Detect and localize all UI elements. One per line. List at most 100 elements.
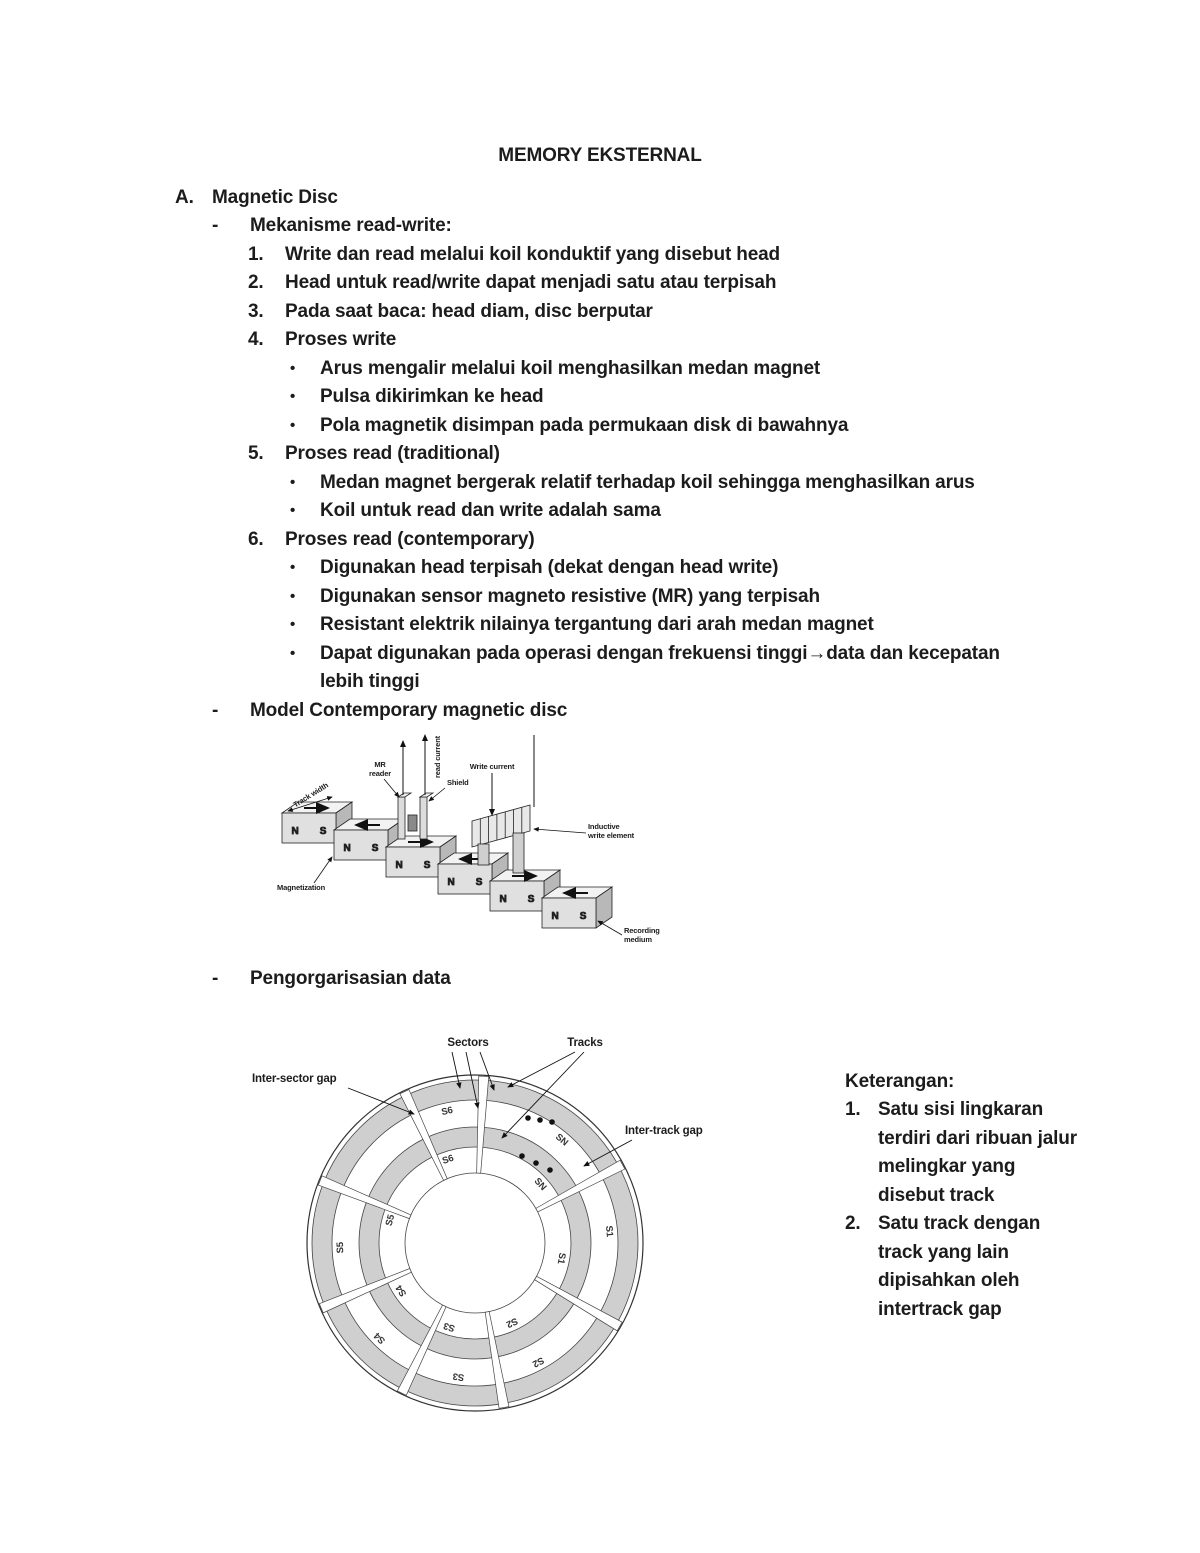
pole-label: N <box>499 894 506 905</box>
list-marker: 2. <box>845 1213 861 1234</box>
list-item-text: Write dan read melalui koil konduktif ya… <box>285 243 780 265</box>
recording-medium-label: Recording <box>624 926 660 935</box>
sector-label: S6 <box>441 1152 455 1166</box>
bullet-marker: • <box>290 388 296 405</box>
bullet-marker: • <box>290 359 296 377</box>
list-marker: - <box>212 699 219 721</box>
subsection-title: Pengorgarisasian data <box>250 968 451 989</box>
sector-label: S2 <box>531 1354 546 1369</box>
list-item: • Digunakan head terpisah (dekat dengan … <box>0 554 1200 583</box>
list-item: - Mekanisme read-write: <box>0 212 1200 241</box>
bullet-marker: • <box>290 502 296 519</box>
continuation-dots <box>519 1114 555 1173</box>
magnetic-head-diagram: N S N S N S <box>277 734 660 944</box>
list-item-text: Medan magnet bergerak relatif terhadap k… <box>320 471 975 493</box>
list-marker: 6. <box>248 528 264 550</box>
bullet-marker: • <box>290 644 296 662</box>
list-item: - Model Contemporary magnetic disc <box>0 697 1200 726</box>
list-item: 5. Proses read (traditional) <box>0 440 1200 469</box>
list-marker: 5. <box>248 443 264 464</box>
list-item: • Medan magnet bergerak relatif terhadap… <box>0 469 1200 498</box>
list-marker: - <box>212 968 219 989</box>
list-item: 3. Pada saat baca: head diam, disc berpu… <box>0 298 1200 327</box>
list-item-text: Head untuk read/write dapat menjadi satu… <box>285 272 777 293</box>
list-item-text: Resistant elektrik nilainya tergantung d… <box>320 614 874 635</box>
pole-label: N <box>395 860 402 871</box>
list-item: • Pulsa dikirimkan ke head <box>0 383 1200 412</box>
disk-block: N S <box>540 886 614 929</box>
keterangan-title: Keterangan: <box>845 1070 955 1092</box>
bullet-marker: • <box>290 587 296 605</box>
sector-label: S5 <box>335 1240 346 1253</box>
magnetization-label: Magnetization <box>277 883 326 892</box>
mr-read-head <box>396 734 435 840</box>
inductive-write-element <box>471 735 535 874</box>
sectors-label: Sectors <box>447 1037 488 1049</box>
list-item-text: Arus mengalir melalui koil menghasilkan … <box>320 357 821 379</box>
list-item-text: Dapat digunakan pada operasi dengan frek… <box>320 642 1000 693</box>
list-item: 1. Write dan read melalui koil konduktif… <box>0 241 1200 270</box>
list-item: • Resistant elektrik nilainya tergantung… <box>0 611 1200 640</box>
pole-label: S <box>528 894 535 905</box>
keterangan-panel: Keterangan: 1. Satu sisi lingkaran terdi… <box>845 1068 1090 1325</box>
list-item-text: Proses write <box>285 329 397 350</box>
list-marker: 3. <box>248 300 264 322</box>
list-item: • Koil untuk read dan write adalah sama <box>0 497 1200 526</box>
list-item-text: Pulsa dikirimkan ke head <box>320 386 544 407</box>
list-item-text: Pada saat baca: head diam, disc berputar <box>285 300 653 322</box>
disk-platter <box>306 1073 644 1412</box>
list-item: 6. Proses read (contemporary) <box>0 526 1200 555</box>
sector-label: S6 <box>440 1104 453 1117</box>
disk-block: N S <box>332 818 406 861</box>
section-heading: A. Magnetic Disc <box>0 184 1200 213</box>
bullet-marker: • <box>290 559 296 576</box>
subsection-title: Mekanisme read-write: <box>250 215 452 236</box>
read-current-label: read current <box>433 735 442 778</box>
subsection-title: Model Contemporary magnetic disc <box>250 699 568 721</box>
pole-label: S <box>320 826 327 837</box>
list-item: • Arus mengalir melalui koil menghasilka… <box>0 355 1200 384</box>
page-title: MEMORY EKSTERNAL <box>498 145 702 166</box>
shield-label: Shield <box>447 778 469 787</box>
pole-label: S <box>424 860 431 871</box>
inter-track-gap-label: Inter-track gap <box>625 1125 703 1137</box>
bullet-marker: • <box>290 473 296 491</box>
pole-label: S <box>580 911 587 922</box>
list-item: • Dapat digunakan pada operasi dengan fr… <box>0 640 1200 697</box>
recording-medium-blocks: N S N S N S <box>280 801 614 929</box>
diagram-callouts: Sectors Tracks Inter-sector gap Inter-tr… <box>252 1037 703 1166</box>
list-marker: 1. <box>845 1099 861 1120</box>
inductive-label: Inductive <box>588 822 620 831</box>
list-item-text: Digunakan sensor magneto resistive (MR) … <box>320 585 820 607</box>
list-item-text: Satu sisi lingkaran terdiri dari ribuan … <box>878 1099 1077 1206</box>
inductive-label: write element <box>587 831 635 840</box>
list-item-text: Proses read (contemporary) <box>285 528 535 550</box>
list-marker: A. <box>175 186 194 208</box>
bullet-marker: • <box>290 416 296 434</box>
list-marker: 1. <box>248 243 264 265</box>
list-item-text: Proses read (traditional) <box>285 443 500 464</box>
sector-label: S1 <box>555 1251 568 1265</box>
list-item: 4. Proses write <box>0 326 1200 355</box>
sector-label: S3 <box>442 1319 456 1333</box>
sector-label: S3 <box>452 1370 465 1382</box>
sector-label: S1 <box>603 1225 615 1238</box>
disk-layout-diagram: S6 SN S1 S2 S3 S4 S5 S6 SN S1 S2 S3 S4 S… <box>252 1037 703 1412</box>
list-item: 2. Satu track dengan track yang lain dip… <box>845 1210 1090 1324</box>
list-marker: 2. <box>248 272 264 293</box>
pole-label: N <box>343 843 350 854</box>
pole-label: S <box>372 843 379 854</box>
mr-reader-label: MR <box>374 760 386 769</box>
pole-label: N <box>291 826 298 837</box>
recording-medium-label: medium <box>624 935 652 944</box>
pole-label: N <box>551 911 558 922</box>
pole-label: N <box>447 877 454 888</box>
inter-sector-gap-label: Inter-sector gap <box>252 1073 337 1085</box>
document-body: A. Magnetic Disc - Mekanisme read-write:… <box>0 184 1200 1425</box>
bullet-marker: • <box>290 616 296 633</box>
data-organization-section: S6 SN S1 S2 S3 S4 S5 S6 SN S1 S2 S3 S4 S… <box>0 1030 1200 1425</box>
write-current-label: Write current <box>470 762 515 771</box>
list-item: • Digunakan sensor magneto resistive (MR… <box>0 583 1200 612</box>
sector-label: S2 <box>504 1314 519 1329</box>
